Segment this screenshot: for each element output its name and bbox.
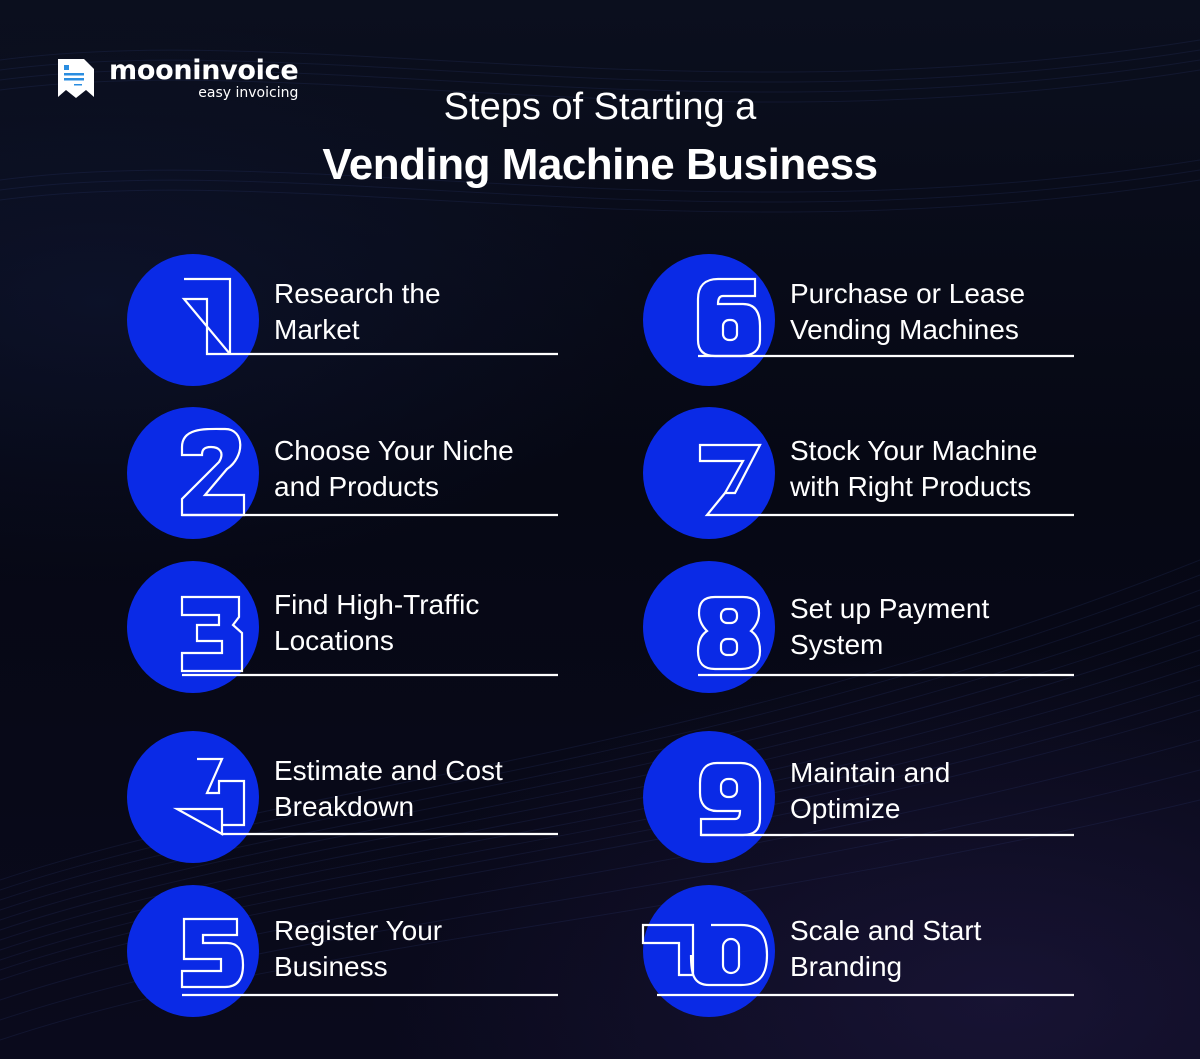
step-label: Choose Your Niche and Products — [274, 435, 514, 502]
numeral-1-icon — [181, 277, 558, 356]
step-8: Set up Payment System — [643, 561, 1103, 701]
numeral-3-icon — [180, 595, 558, 677]
step-label: Maintain and Optimize — [790, 757, 951, 824]
numeral-9-icon — [698, 761, 1074, 837]
step-2: Choose Your Niche and Products — [127, 407, 587, 547]
step-3: Find High-Traffic Locations — [127, 561, 587, 701]
step-label: Scale and Start Branding — [790, 915, 982, 982]
step-circle — [643, 254, 775, 386]
step-label: Register Your Business — [274, 915, 443, 982]
step-6: Purchase or Lease Vending Machines — [643, 254, 1103, 394]
step-label: Estimate and Cost Breakdown — [274, 755, 503, 822]
numeral-7-icon — [698, 443, 1074, 517]
step-9: Maintain and Optimize — [643, 731, 1103, 871]
step-label: Research the Market — [274, 278, 441, 345]
step-4: Estimate and Cost Breakdown — [127, 731, 587, 871]
step-circle — [643, 731, 775, 863]
brand-logo: mooninvoice easy invoicing — [56, 55, 299, 101]
page-title-line2: Vending Machine Business — [322, 140, 878, 189]
step-label: Purchase or Lease Vending Machines — [790, 278, 1026, 345]
step-circle — [127, 731, 259, 863]
numeral-4-icon — [172, 757, 558, 836]
step-circle — [643, 561, 775, 693]
step-10: Scale and Start Branding — [641, 885, 1103, 1025]
step-label: Find High-Traffic Locations — [274, 589, 480, 656]
step-7: Stock Your Machine with Right Products — [643, 407, 1103, 547]
step-label: Stock Your Machine with Right Products — [790, 435, 1038, 502]
numeral-5-icon — [180, 917, 558, 997]
numeral-8-icon — [696, 595, 1074, 677]
numeral-10-icon — [641, 923, 1074, 997]
numeral-6-icon — [696, 277, 1074, 358]
brand-name: mooninvoice — [109, 55, 299, 86]
step-label: Set up Payment System — [790, 593, 990, 660]
numeral-2-icon — [180, 427, 558, 517]
page-title-line1: Steps of Starting a — [443, 86, 757, 128]
invoice-receipt-icon — [58, 59, 94, 98]
step-circle — [127, 254, 259, 386]
step-5: Register Your Business — [127, 885, 587, 1025]
brand-tagline: easy invoicing — [198, 85, 299, 101]
step-circle — [127, 407, 259, 539]
step-circle — [643, 407, 775, 539]
step-1: Research the Market — [127, 254, 587, 394]
